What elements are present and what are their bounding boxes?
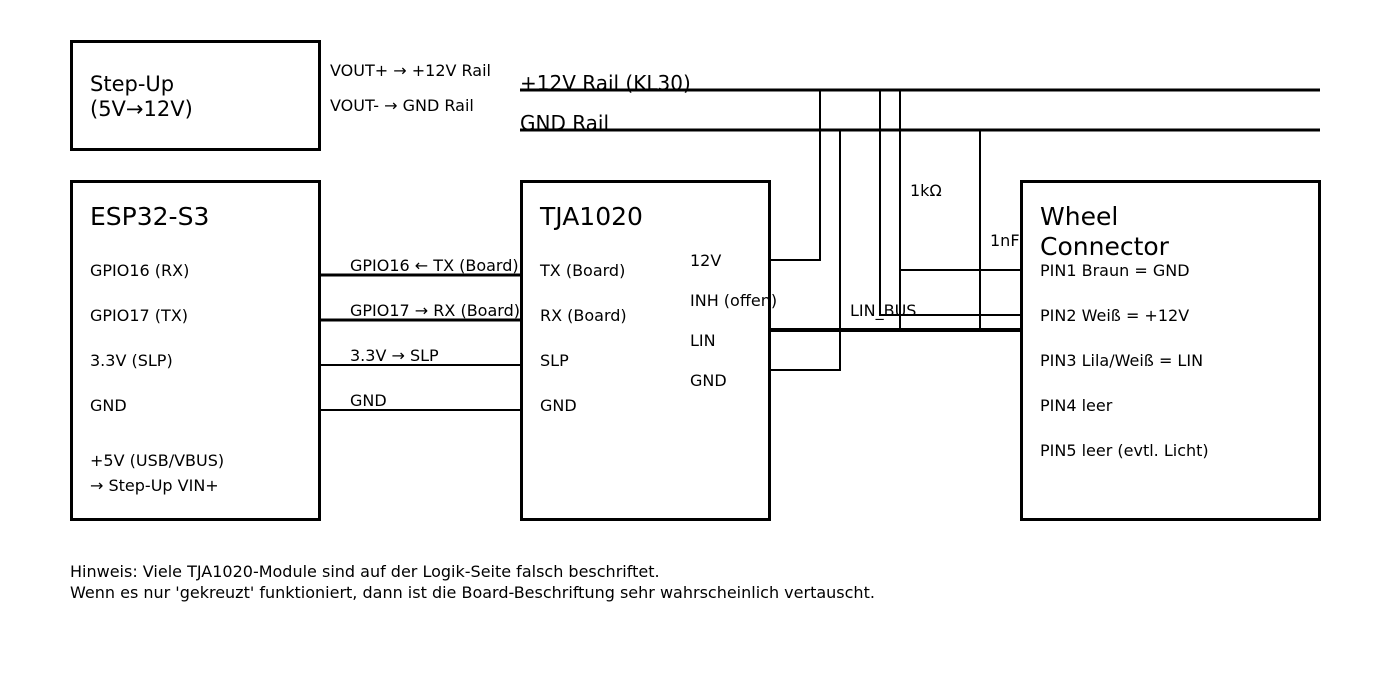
wheel-pin2: PIN2 Weiß = +12V [1040,306,1190,325]
wire-tja-gnd [770,130,841,371]
esp32-power-line2: → Step-Up VIN+ [90,476,219,495]
esp32-power-line1: +5V (USB/VBUS) [90,451,225,470]
tja-pin-inh: INH (offen) [690,291,778,310]
esp32-title: ESP32-S3 [90,202,210,231]
tja-pin-tx: TX (Board) [540,261,626,280]
tja1020-box [520,180,771,521]
tja-pin-gnd-left: GND [540,396,577,415]
wire-label-gpio16: GPIO16 ← TX (Board) [350,256,519,275]
wire-wheel-12v [879,90,1020,316]
rail-gnd-label: GND Rail [520,111,610,135]
tja-pin-12v: 12V [690,251,722,270]
esp32-box [70,180,321,521]
stepup-title: Step-Up [90,72,175,96]
note-line2: Wenn es nur 'gekreuzt' funktioniert, dan… [70,583,875,602]
wheel-title-line2: Connector [1040,232,1169,261]
stepup-subtitle: (5V→12V) [90,97,193,121]
tja-pin-slp: SLP [540,351,569,370]
esp32-pin-3v3: 3.3V (SLP) [90,351,173,370]
tja1020-title: TJA1020 [540,202,643,231]
wheel-connector-box [1020,180,1321,521]
wheel-pin4: PIN4 leer [1040,396,1113,415]
stepup-box [70,40,321,151]
wire-label-gnd: GND [350,391,387,410]
esp32-pin-gpio16: GPIO16 (RX) [90,261,190,280]
esp32-pin-gnd: GND [90,396,127,415]
wheel-pin1: PIN1 Braun = GND [1040,261,1190,280]
wheel-pin3: PIN3 Lila/Weiß = LIN [1040,351,1204,370]
wire-label-3v3: 3.3V → SLP [350,346,439,365]
note-line1: Hinweis: Viele TJA1020-Module sind auf d… [70,562,660,581]
stepup-vout-plus: VOUT+ → +12V Rail [330,61,491,80]
tja-pin-lin: LIN [690,331,716,350]
lin-bus-label: LIN_BUS [850,301,917,320]
resistor-label: 1kΩ [910,181,942,200]
esp32-pin-gpio17: GPIO17 (TX) [90,306,189,325]
wheel-title-line1: Wheel [1040,202,1119,231]
tja-pin-gnd-right: GND [690,371,727,390]
stepup-vout-minus: VOUT- → GND Rail [330,96,474,115]
wire-tja-12v [770,90,821,261]
capacitor-label: 1nF [990,231,1020,250]
tja-pin-rx: RX (Board) [540,306,627,325]
rail-12v-label: +12V Rail (KL30) [520,71,691,95]
wheel-pin5: PIN5 leer (evtl. Licht) [1040,441,1209,460]
wire-label-gpio17: GPIO17 → RX (Board) [350,301,520,320]
